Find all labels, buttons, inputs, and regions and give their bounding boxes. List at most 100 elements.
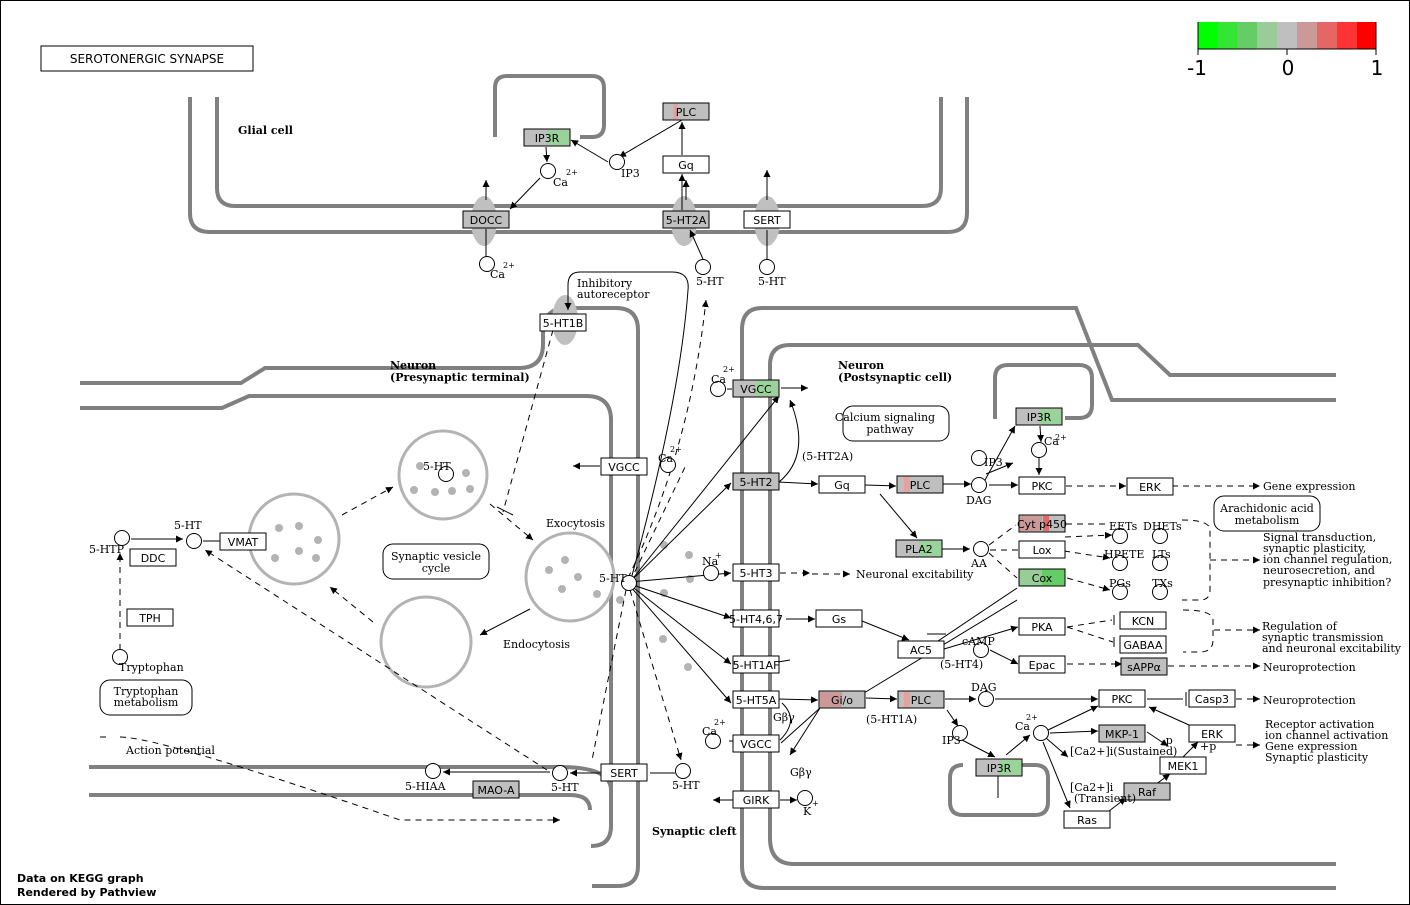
compound-aa[interactable]: AA (970, 541, 989, 571)
gene-cyp450[interactable]: Cyt p450 (1017, 514, 1067, 533)
svg-text:DAG: DAG (966, 494, 992, 507)
map-arachidonic-acid[interactable]: Arachidonic acid metabolism (1213, 495, 1321, 532)
svg-text:Gq: Gq (678, 159, 694, 172)
gene-vgcc-pre[interactable]: VGCC (600, 457, 648, 476)
svg-text:Gq: Gq (834, 479, 850, 492)
gene-vgcc-post-2[interactable]: VGCC (732, 734, 780, 753)
map-calcium-signaling[interactable]: Calcium signaling pathway (835, 405, 950, 442)
svg-text:PLC: PLC (676, 106, 697, 119)
gene-ac5[interactable]: AC5 (897, 640, 945, 659)
gene-sappa[interactable]: sAPPα (1120, 657, 1168, 676)
svg-text:synaptic transmission: synaptic transmission (1262, 631, 1384, 644)
gene-gabaa[interactable]: GABAA (1119, 635, 1167, 654)
gene-tph[interactable]: TPH (126, 608, 174, 627)
compound-ca-glial-2[interactable]: Ca 2+ (479, 256, 515, 282)
gene-5ht1b[interactable]: 5-HT1B (539, 313, 587, 332)
gene-gq-post[interactable]: Gq (818, 475, 866, 494)
compound-5ht-glial-1[interactable]: 5-HT (695, 259, 725, 289)
compound-dag-post-2[interactable]: DAG (971, 681, 997, 707)
map-tryptophan-metabolism[interactable]: Tryptophan metabolism (99, 679, 193, 716)
compound-ip3-glial[interactable]: IP3 (609, 154, 640, 181)
gene-ddc[interactable]: DDC (129, 548, 177, 567)
compound-5ht-sert[interactable]: 5-HT (551, 765, 579, 795)
gene-pkc-post[interactable]: PKC (1018, 476, 1066, 495)
compound-5ht-vesicle[interactable]: 5-HT (423, 460, 454, 482)
gene-pla2[interactable]: PLA2 (895, 539, 943, 558)
gene-mkp1[interactable]: MKP-1 (1098, 724, 1146, 743)
svg-text:Ca: Ca (490, 268, 505, 281)
compound-pgs[interactable]: PGs (1109, 577, 1131, 600)
compound-dhets[interactable]: DHETs (1143, 520, 1182, 544)
gene-ip3r-post-2[interactable]: IP3R (975, 758, 1023, 777)
compound-txs[interactable]: TXs (1152, 577, 1173, 600)
svg-text:PKA: PKA (1031, 621, 1053, 634)
gene-erk-post-2[interactable]: ERK (1188, 724, 1236, 743)
compound-k[interactable]: K + (797, 790, 819, 819)
compound-ca-post-ip3r[interactable]: Ca 2+ (1031, 433, 1067, 458)
compound-eets[interactable]: EETs (1109, 520, 1138, 544)
gene-maoa[interactable]: MAO-A (472, 780, 520, 799)
gene-epac[interactable]: Epac (1018, 655, 1066, 674)
compound-tryptophan[interactable]: Tryptophan (112, 649, 184, 675)
gene-5ht467[interactable]: 5-HT4,6,7 (729, 609, 783, 628)
compound-5ht-glial-2[interactable]: 5-HT (758, 259, 786, 289)
gene-5ht5a[interactable]: 5-HT5A (732, 690, 780, 709)
gene-gio[interactable]: Gi/o (818, 690, 866, 709)
gene-cox[interactable]: Cox (1018, 568, 1066, 587)
gene-sert-glial[interactable]: SERT (743, 210, 791, 229)
gene-plc-glial[interactable]: PLC (662, 102, 710, 121)
gene-gs[interactable]: Gs (815, 609, 863, 628)
compound-5ht-center[interactable]: 5-HT (599, 572, 637, 591)
compound-ip3-post-2[interactable]: IP3 (942, 725, 968, 748)
compound-ca-pre-vgcc[interactable]: Ca 2+ (658, 445, 682, 473)
gene-mek1[interactable]: MEK1 (1159, 756, 1207, 775)
compound-ca-post-vgcc[interactable]: Ca 2+ (710, 365, 735, 397)
svg-text:Ca: Ca (711, 373, 726, 386)
gene-casp3[interactable]: Casp3 (1188, 689, 1236, 708)
gene-5ht2[interactable]: 5-HT2 (732, 472, 780, 491)
gene-pka[interactable]: PKA (1018, 617, 1066, 636)
compound-5hiaa[interactable]: 5-HIAA (405, 763, 447, 794)
svg-text:GABAA: GABAA (1124, 639, 1163, 652)
svg-text:5-HT1AF: 5-HT1AF (733, 659, 780, 672)
svg-text:5-HIAA: 5-HIAA (405, 780, 447, 793)
gene-5ht3[interactable]: 5-HT3 (732, 563, 780, 582)
map-synaptic-vesicle-cycle[interactable]: Synaptic vesicle cycle (382, 543, 490, 580)
gene-5ht1af[interactable]: 5-HT1AF (732, 655, 780, 674)
gene-plc-post-2[interactable]: PLC (897, 690, 945, 709)
svg-text:5-HTP: 5-HTP (89, 543, 125, 556)
gene-raf[interactable]: Raf (1123, 782, 1171, 801)
gene-docc[interactable]: DOCC (462, 210, 510, 229)
gene-sert-pre[interactable]: SERT (600, 763, 648, 782)
compound-camp[interactable]: cAMP (962, 635, 995, 658)
gene-girk[interactable]: GIRK (732, 790, 780, 809)
compound-5ht-vmat[interactable]: 5-HT (174, 519, 202, 549)
compound-5htp[interactable]: 5-HTP (89, 530, 130, 557)
compound-lts[interactable]: LTs (1152, 548, 1171, 571)
compound-ca-post-2[interactable]: Ca 2+ (1015, 713, 1049, 741)
gene-gq-glial[interactable]: Gq (662, 155, 710, 174)
gene-pkc-post-2[interactable]: PKC (1098, 689, 1146, 708)
svg-text:-p: -p (1162, 734, 1173, 747)
gene-ip3r-post[interactable]: IP3R (1015, 407, 1063, 426)
compound-hpete[interactable]: HPETE (1104, 548, 1144, 571)
gene-ip3r-glial[interactable]: IP3R (523, 128, 571, 147)
compound-ip3-post[interactable]: IP3 (971, 450, 1003, 470)
gene-erk-post[interactable]: ERK (1126, 477, 1174, 496)
compound-na[interactable]: Na + (702, 551, 722, 581)
gene-vgcc-post[interactable]: VGCC (732, 379, 780, 398)
svg-text:Neuroprotection: Neuroprotection (1263, 661, 1356, 674)
gene-vmat[interactable]: VMAT (219, 532, 267, 551)
gene-plc-post[interactable]: PLC (896, 475, 944, 494)
gene-kcn[interactable]: KCN (1119, 611, 1167, 630)
svg-text:+: + (715, 551, 722, 560)
compound-dag-post[interactable]: DAG (966, 477, 992, 508)
compound-5ht-cleft[interactable]: 5-HT (672, 763, 700, 793)
svg-text:IP3: IP3 (942, 734, 961, 747)
compound-ca-vgcc-2[interactable]: Ca 2+ (702, 718, 726, 749)
gene-5ht2a-glial[interactable]: 5-HT2A (662, 210, 710, 229)
gene-lox[interactable]: Lox (1018, 540, 1066, 559)
gene-ras[interactable]: Ras (1063, 810, 1111, 829)
compound-ca-glial-1[interactable]: Ca 2+ (540, 163, 578, 190)
pathway-title: SEROTONERGIC SYNAPSE (40, 45, 254, 72)
